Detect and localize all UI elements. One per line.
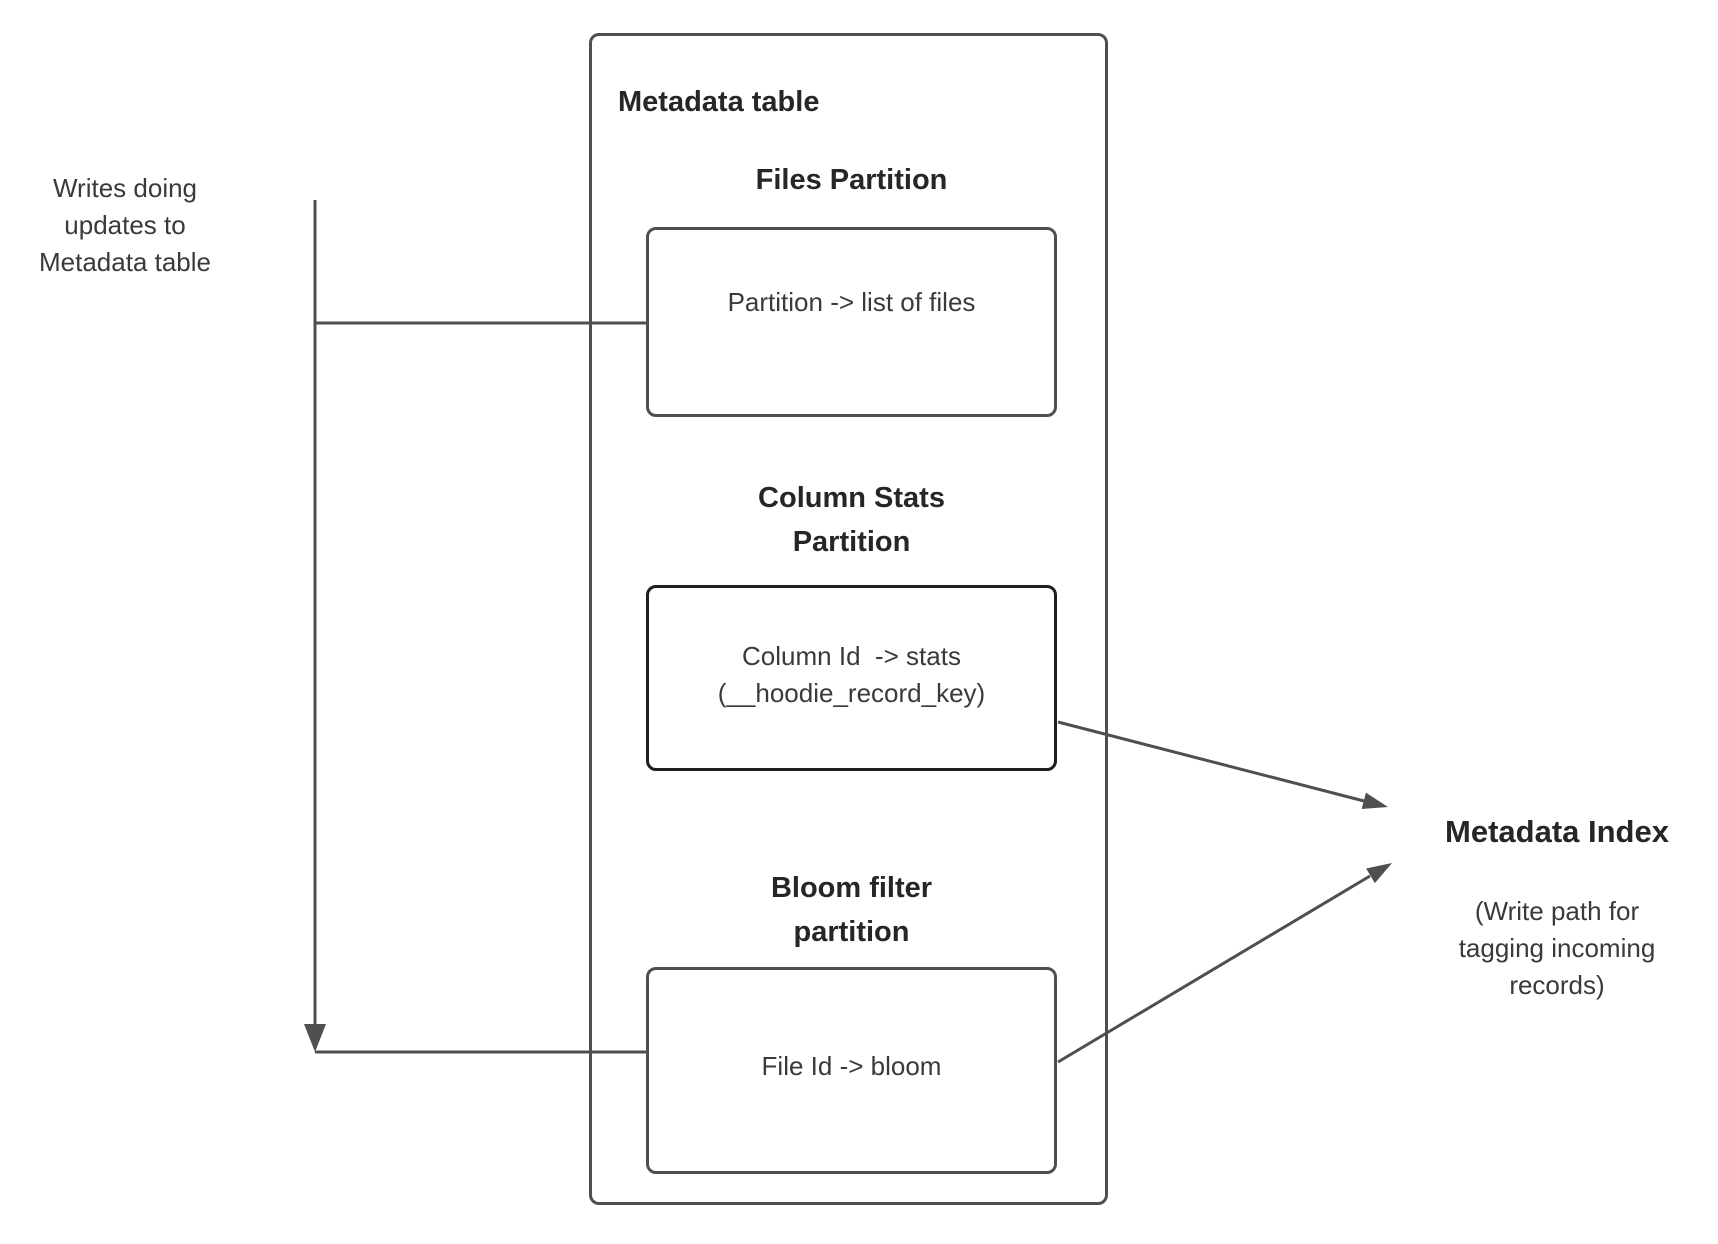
- metadata-table-box: [589, 33, 1108, 1205]
- files-partition-box: [646, 227, 1057, 417]
- colstats-to-index-line: [1057, 720, 1365, 803]
- bloom-filter-partition-box: [646, 967, 1057, 1174]
- right-arrowhead-icon: [1361, 792, 1388, 809]
- column-stats-mapping-label: Column Id -> stats (__hoodie_record_key): [717, 641, 986, 708]
- metadata-index-subtitle: (Write path for tagging incoming records…: [1458, 896, 1656, 1000]
- down-arrowhead-icon: [304, 1024, 326, 1052]
- metadata-table-title: Metadata table: [618, 86, 820, 118]
- bloom-filter-partition-heading: Bloom filter partition: [770, 872, 933, 948]
- metadata-index-title: Metadata Index: [1445, 814, 1669, 849]
- column-stats-partition-box: [646, 585, 1057, 771]
- files-partition-mapping-label: Partition -> list of files: [727, 287, 976, 317]
- writes-note-label: Writes doing updates to Metadata table: [38, 173, 211, 277]
- bloom-to-index-line: [1057, 874, 1371, 1064]
- bloom-filter-mapping-label: File Id -> bloom: [761, 1051, 942, 1081]
- column-stats-partition-heading: Column Stats Partition: [758, 482, 945, 558]
- up-right-arrowhead-icon: [1366, 863, 1392, 884]
- files-partition-heading: Files Partition: [755, 164, 948, 196]
